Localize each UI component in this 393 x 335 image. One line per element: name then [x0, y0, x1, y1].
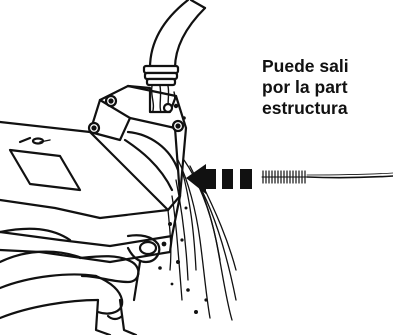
dashed-arrow-left-icon: [186, 164, 252, 194]
water-hose: [142, 0, 207, 87]
cleaning-brush-icon: [261, 170, 393, 184]
water-drops: [158, 103, 208, 314]
callout-line-3: estructura: [262, 98, 348, 118]
sprayer-head: [87, 84, 188, 212]
callout-line-1: Puede sali: [262, 56, 349, 76]
callout-text: Puede sali por la part estructura: [262, 56, 349, 119]
grip: [94, 260, 142, 335]
hand: [0, 227, 161, 320]
callout-line-2: por la part: [262, 77, 348, 97]
